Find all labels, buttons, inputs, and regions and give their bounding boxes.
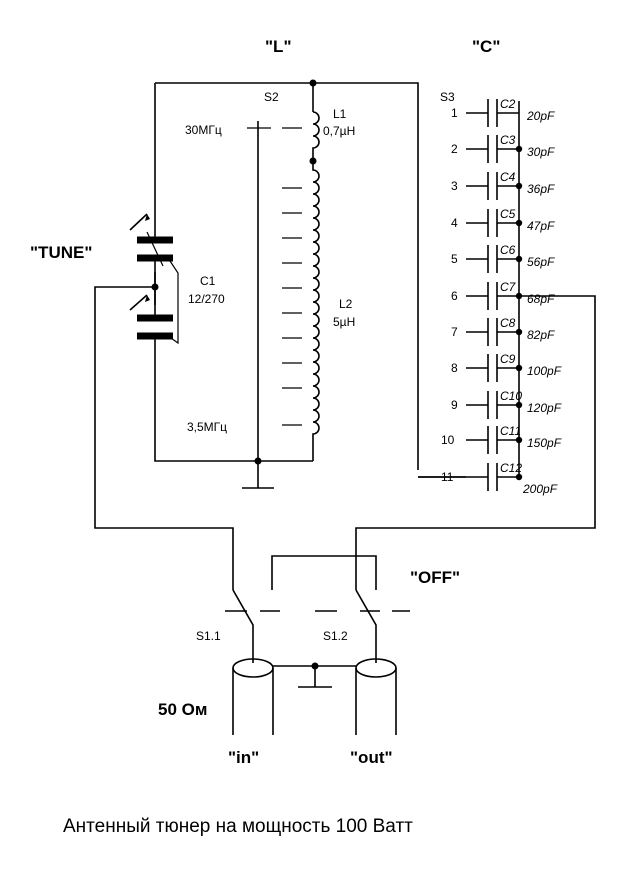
cap-value: 82pF: [527, 328, 555, 342]
cap-row: 7 C8 82pF: [451, 316, 555, 346]
s2-tap-contacts: [247, 127, 302, 426]
tune-capacitor: [129, 213, 179, 345]
cap-name: C10: [500, 389, 522, 403]
tune-to-s11-wire: [94, 286, 234, 590]
cap-name: C9: [500, 352, 516, 366]
coil-l2: [312, 161, 320, 461]
s3-position-label: 9: [451, 398, 458, 412]
s3-position-label: 8: [451, 361, 458, 375]
s3-position-label: 4: [451, 216, 458, 230]
cbank-to-s12-wire: [355, 295, 596, 590]
s3-position-label: 3: [451, 179, 458, 193]
coil-l1: [309, 111, 320, 165]
s3-position-label: 7: [451, 325, 458, 339]
switch-s1-2: [355, 589, 377, 663]
cap-row: 9 C10 120pF: [451, 389, 562, 419]
cap-value: 120pF: [527, 401, 562, 415]
cap-row: 3 C4 36pF: [451, 170, 555, 200]
s3-label: S3: [440, 90, 455, 104]
cap-name: C8: [500, 316, 516, 330]
cap-name: C2: [500, 97, 516, 111]
l1-value: 0,7µH: [323, 124, 355, 138]
coax-in: [232, 658, 274, 735]
cap-row: 6 C7 68pF: [451, 280, 555, 310]
c1-value: 12/270: [188, 292, 225, 306]
out-label: "out": [350, 748, 393, 767]
cap-name: C4: [500, 170, 516, 184]
cap-value: 30pF: [527, 145, 555, 159]
cap-junction-dot: [515, 145, 523, 153]
cap-name: C11: [500, 424, 521, 438]
cap-value: 20pF: [526, 109, 555, 123]
left-lower-wire: [154, 338, 313, 462]
cap-name: C12: [500, 461, 522, 475]
cap-name: C5: [500, 207, 516, 221]
cap-junction-dot: [515, 182, 523, 190]
cap-value: 100pF: [527, 364, 562, 378]
tune-label: "TUNE": [30, 243, 92, 262]
cap-value: 36pF: [527, 182, 555, 196]
cap-junction-dot: [515, 436, 523, 444]
cap-junction-dot: [515, 328, 523, 336]
cap-name: C6: [500, 243, 516, 257]
in-label: "in": [228, 748, 259, 767]
cap-row: 8 C9 100pF: [451, 352, 562, 382]
bypass-wire: [271, 555, 377, 590]
cap-name: C3: [500, 133, 516, 147]
diagram-caption: Антенный тюнер на мощность 100 Ватт: [63, 816, 413, 837]
cap-junction-dot: [515, 364, 523, 372]
impedance-label: 50 Ом: [158, 700, 207, 719]
freq-30-label: 30МГц: [185, 123, 222, 137]
s2-label: S2: [264, 90, 279, 104]
s1-1-label: S1.1: [196, 629, 221, 643]
cap-junction-dot: [515, 401, 523, 409]
off-label: "OFF": [410, 568, 460, 587]
s1-2-label: S1.2: [323, 629, 348, 643]
s3-position-label: 6: [451, 289, 458, 303]
top-bus-wire: [155, 82, 419, 470]
cap-row: 1 C2 20pF: [451, 97, 555, 127]
l2-value: 5µH: [333, 315, 355, 329]
c1-name: C1: [200, 274, 216, 288]
s3-position-label: 2: [451, 142, 458, 156]
cap-row: 10 C11 150pF: [441, 424, 562, 454]
cap-value: 68pF: [527, 292, 555, 306]
cap-junction-dot: [515, 255, 523, 263]
cap-value: 150pF: [527, 436, 562, 450]
freq-3-5-label: 3,5МГц: [187, 420, 227, 434]
s3-position-label: 1: [451, 106, 458, 120]
ground-junction-dot: [254, 457, 262, 465]
cap-row: 4 C5 47pF: [451, 207, 555, 237]
cap-row: 5 C6 56pF: [451, 243, 555, 273]
tune-arrow-lower: [129, 294, 148, 311]
cap-value: 200pF: [522, 482, 558, 496]
l1-name: L1: [333, 107, 347, 121]
coax-out: [355, 658, 397, 735]
s3-position-label: 5: [451, 252, 458, 266]
tune-arrow-upper: [129, 213, 148, 231]
l-section-title: "L": [265, 37, 292, 56]
cap-junction-dot: [515, 219, 523, 227]
cap-row: 2 C3 30pF: [451, 133, 555, 163]
s3-position-label: 10: [441, 433, 455, 447]
c-section-title: "C": [472, 37, 500, 56]
cap-value: 47pF: [527, 219, 555, 233]
shield-ground-symbol: [298, 666, 332, 688]
cap-name: C7: [500, 280, 517, 294]
switch-s1-1: [232, 589, 254, 663]
capacitor-bank: 1 C2 20pF 2 C3 30pF 3 C4 36pF 4 C5 47pF 5 C6 56pF 6 C7 68…: [418, 97, 562, 496]
l2-name: L2: [339, 297, 353, 311]
cap-value: 56pF: [527, 255, 555, 269]
cap-junction-dot: [515, 473, 523, 481]
